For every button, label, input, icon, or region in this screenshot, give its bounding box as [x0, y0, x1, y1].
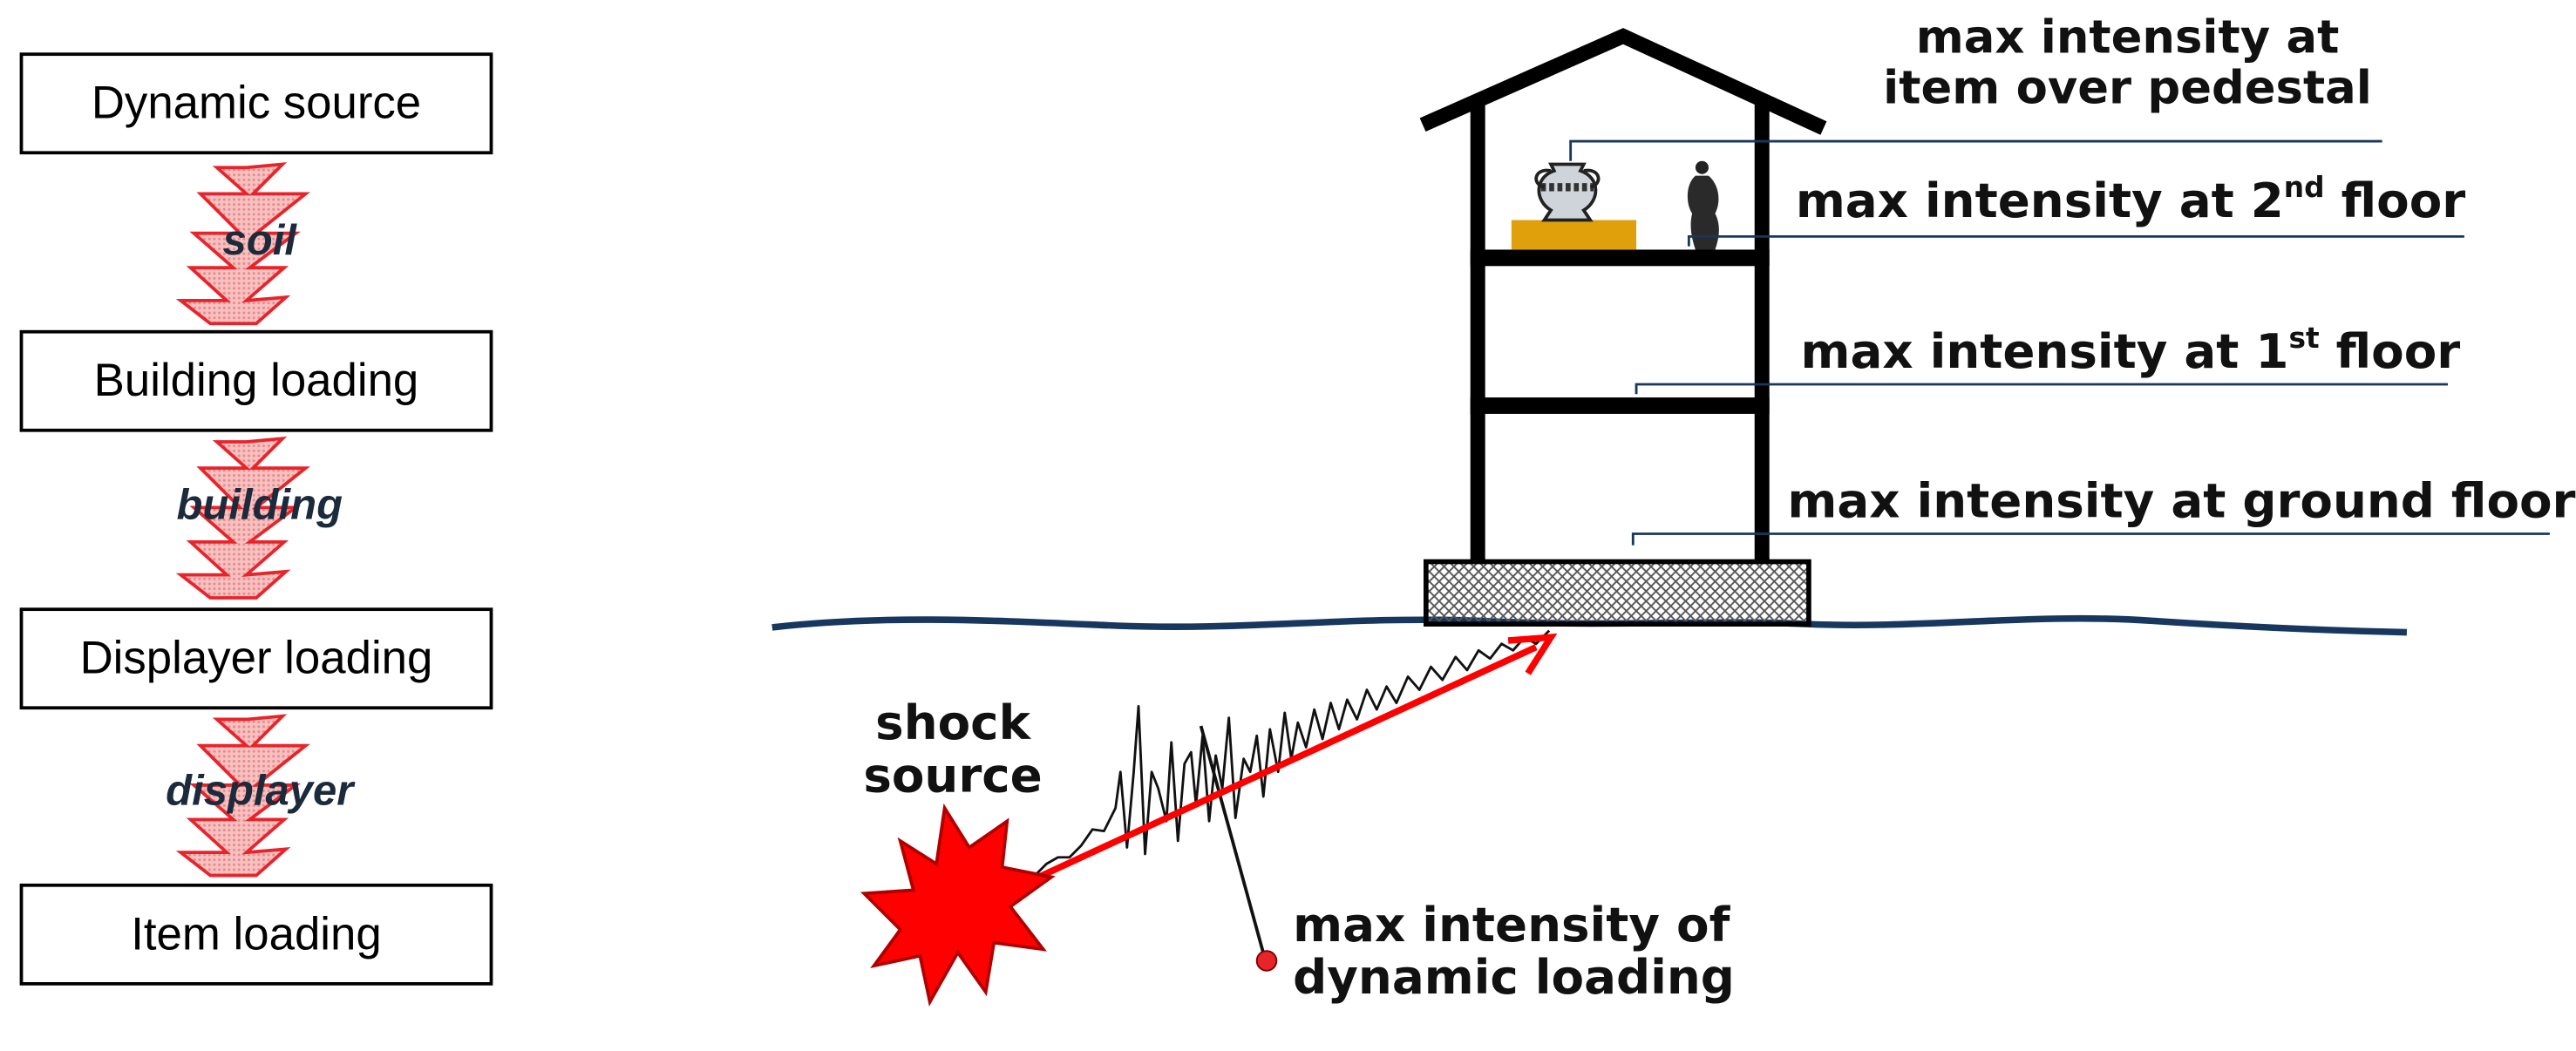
seismic-trace: [1012, 629, 1551, 888]
transfer-label-displayer: displayer: [166, 765, 354, 815]
flow-arrow-1: [175, 162, 310, 326]
flow-box-label: Building loading: [93, 355, 419, 406]
callout-line: source: [863, 747, 1043, 804]
flow-arrow-3: [175, 714, 310, 878]
callout-superscript: nd: [2283, 172, 2325, 206]
transfer-label-soil: soil: [222, 214, 296, 265]
explosion-icon: [860, 803, 1056, 1007]
callout-shock-source: shock source: [854, 695, 1051, 804]
callout-line: max intensity of: [1293, 896, 1730, 953]
transfer-label-building: building: [176, 479, 343, 529]
flow-arrow-2: [175, 436, 310, 600]
flow-box-building-loading: Building loading: [19, 329, 493, 432]
callout-line: max intensity at: [1915, 10, 2340, 64]
foundation: [1423, 559, 1811, 627]
flow-box-dynamic-source: Dynamic source: [19, 52, 493, 155]
vase-icon: [1534, 162, 1601, 222]
callout-ground-floor: max intensity at ground floor: [1787, 472, 2576, 529]
callout-superscript: st: [2288, 322, 2320, 356]
callout-line: item over pedestal: [1883, 60, 2372, 115]
leader-lines: [1569, 139, 2550, 546]
peak-marker-dot: [1255, 950, 1278, 972]
callout-text: max intensity at 2: [1795, 172, 2284, 228]
building: [1419, 28, 1827, 564]
pedestal: [1511, 220, 1637, 250]
statue-icon: [1687, 160, 1719, 250]
callout-second-floor: max intensity at 2nd floor: [1795, 172, 2466, 228]
callout-text: floor: [2319, 323, 2461, 380]
flow-box-item-loading: Item loading: [19, 883, 493, 986]
flow-box-label: Dynamic source: [91, 77, 422, 128]
callout-line: shock: [875, 695, 1030, 751]
callout-item-over-pedestal: max intensity at item over pedestal: [1824, 10, 2431, 115]
propagation-arrow: [1009, 633, 1558, 893]
flow-box-label: Item loading: [131, 908, 382, 959]
callout-first-floor: max intensity at 1st floor: [1800, 325, 2460, 379]
callout-text: max intensity at 1: [1800, 323, 2289, 380]
callout-text: floor: [2324, 172, 2466, 228]
callout-dynamic-loading: max intensity of dynamic loading: [1293, 896, 1735, 1006]
peak-marker-line: [1199, 725, 1267, 960]
callout-line: dynamic loading: [1293, 949, 1735, 1006]
flow-box-displayer-loading: Displayer loading: [19, 607, 493, 710]
flow-box-label: Displayer loading: [79, 632, 433, 683]
